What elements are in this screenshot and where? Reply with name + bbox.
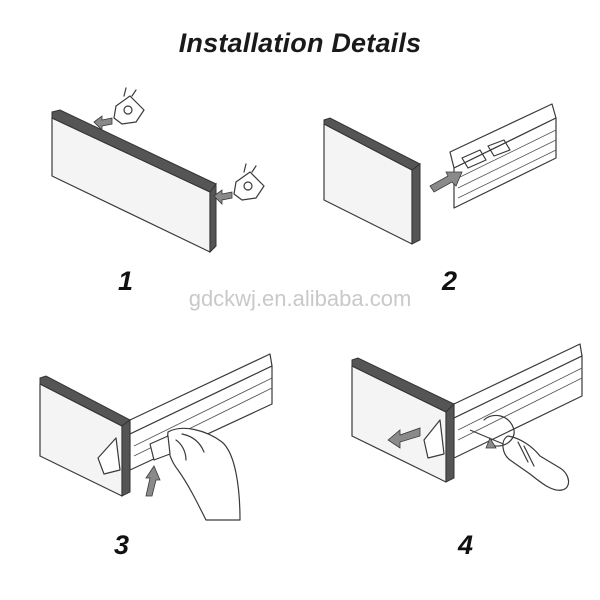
step-number-3: 3	[114, 530, 130, 560]
panel-side-edge	[445, 402, 455, 483]
step-1-illustration	[51, 87, 265, 254]
step-number-4: 4	[458, 530, 474, 560]
panel-side-edge	[209, 182, 217, 254]
drawer-rail	[453, 117, 557, 209]
rail-clip	[149, 435, 171, 461]
arrow-left-icon	[213, 189, 233, 205]
front-bracket-icon	[423, 419, 445, 459]
front-bracket-icon	[113, 87, 145, 125]
step-2-illustration	[323, 103, 557, 245]
front-bracket-icon	[233, 163, 265, 201]
drawer-front-panel	[51, 117, 211, 253]
panel-side-edge	[411, 163, 421, 245]
panel-side-edge	[121, 419, 131, 497]
rotate-arrow-icon	[483, 414, 515, 447]
arrow-left-icon	[93, 115, 113, 131]
drawer-rail	[453, 355, 583, 459]
rotate-arrowhead-icon	[485, 437, 497, 449]
step-3-illustration	[39, 353, 273, 521]
arrow-left-icon	[387, 427, 421, 449]
hand-icon	[166, 427, 241, 521]
step-number-2: 2	[442, 266, 458, 296]
screwdriver-icon	[469, 429, 570, 491]
page-title: Installation Details	[178, 28, 422, 58]
watermark: gdckwj.en.alibaba.com	[188, 286, 412, 311]
arrow-right-icon	[429, 171, 463, 193]
step-4-illustration	[351, 343, 583, 491]
front-bracket-icon	[97, 437, 121, 475]
arrow-up-icon	[145, 465, 161, 497]
step-number-1: 1	[118, 266, 134, 296]
